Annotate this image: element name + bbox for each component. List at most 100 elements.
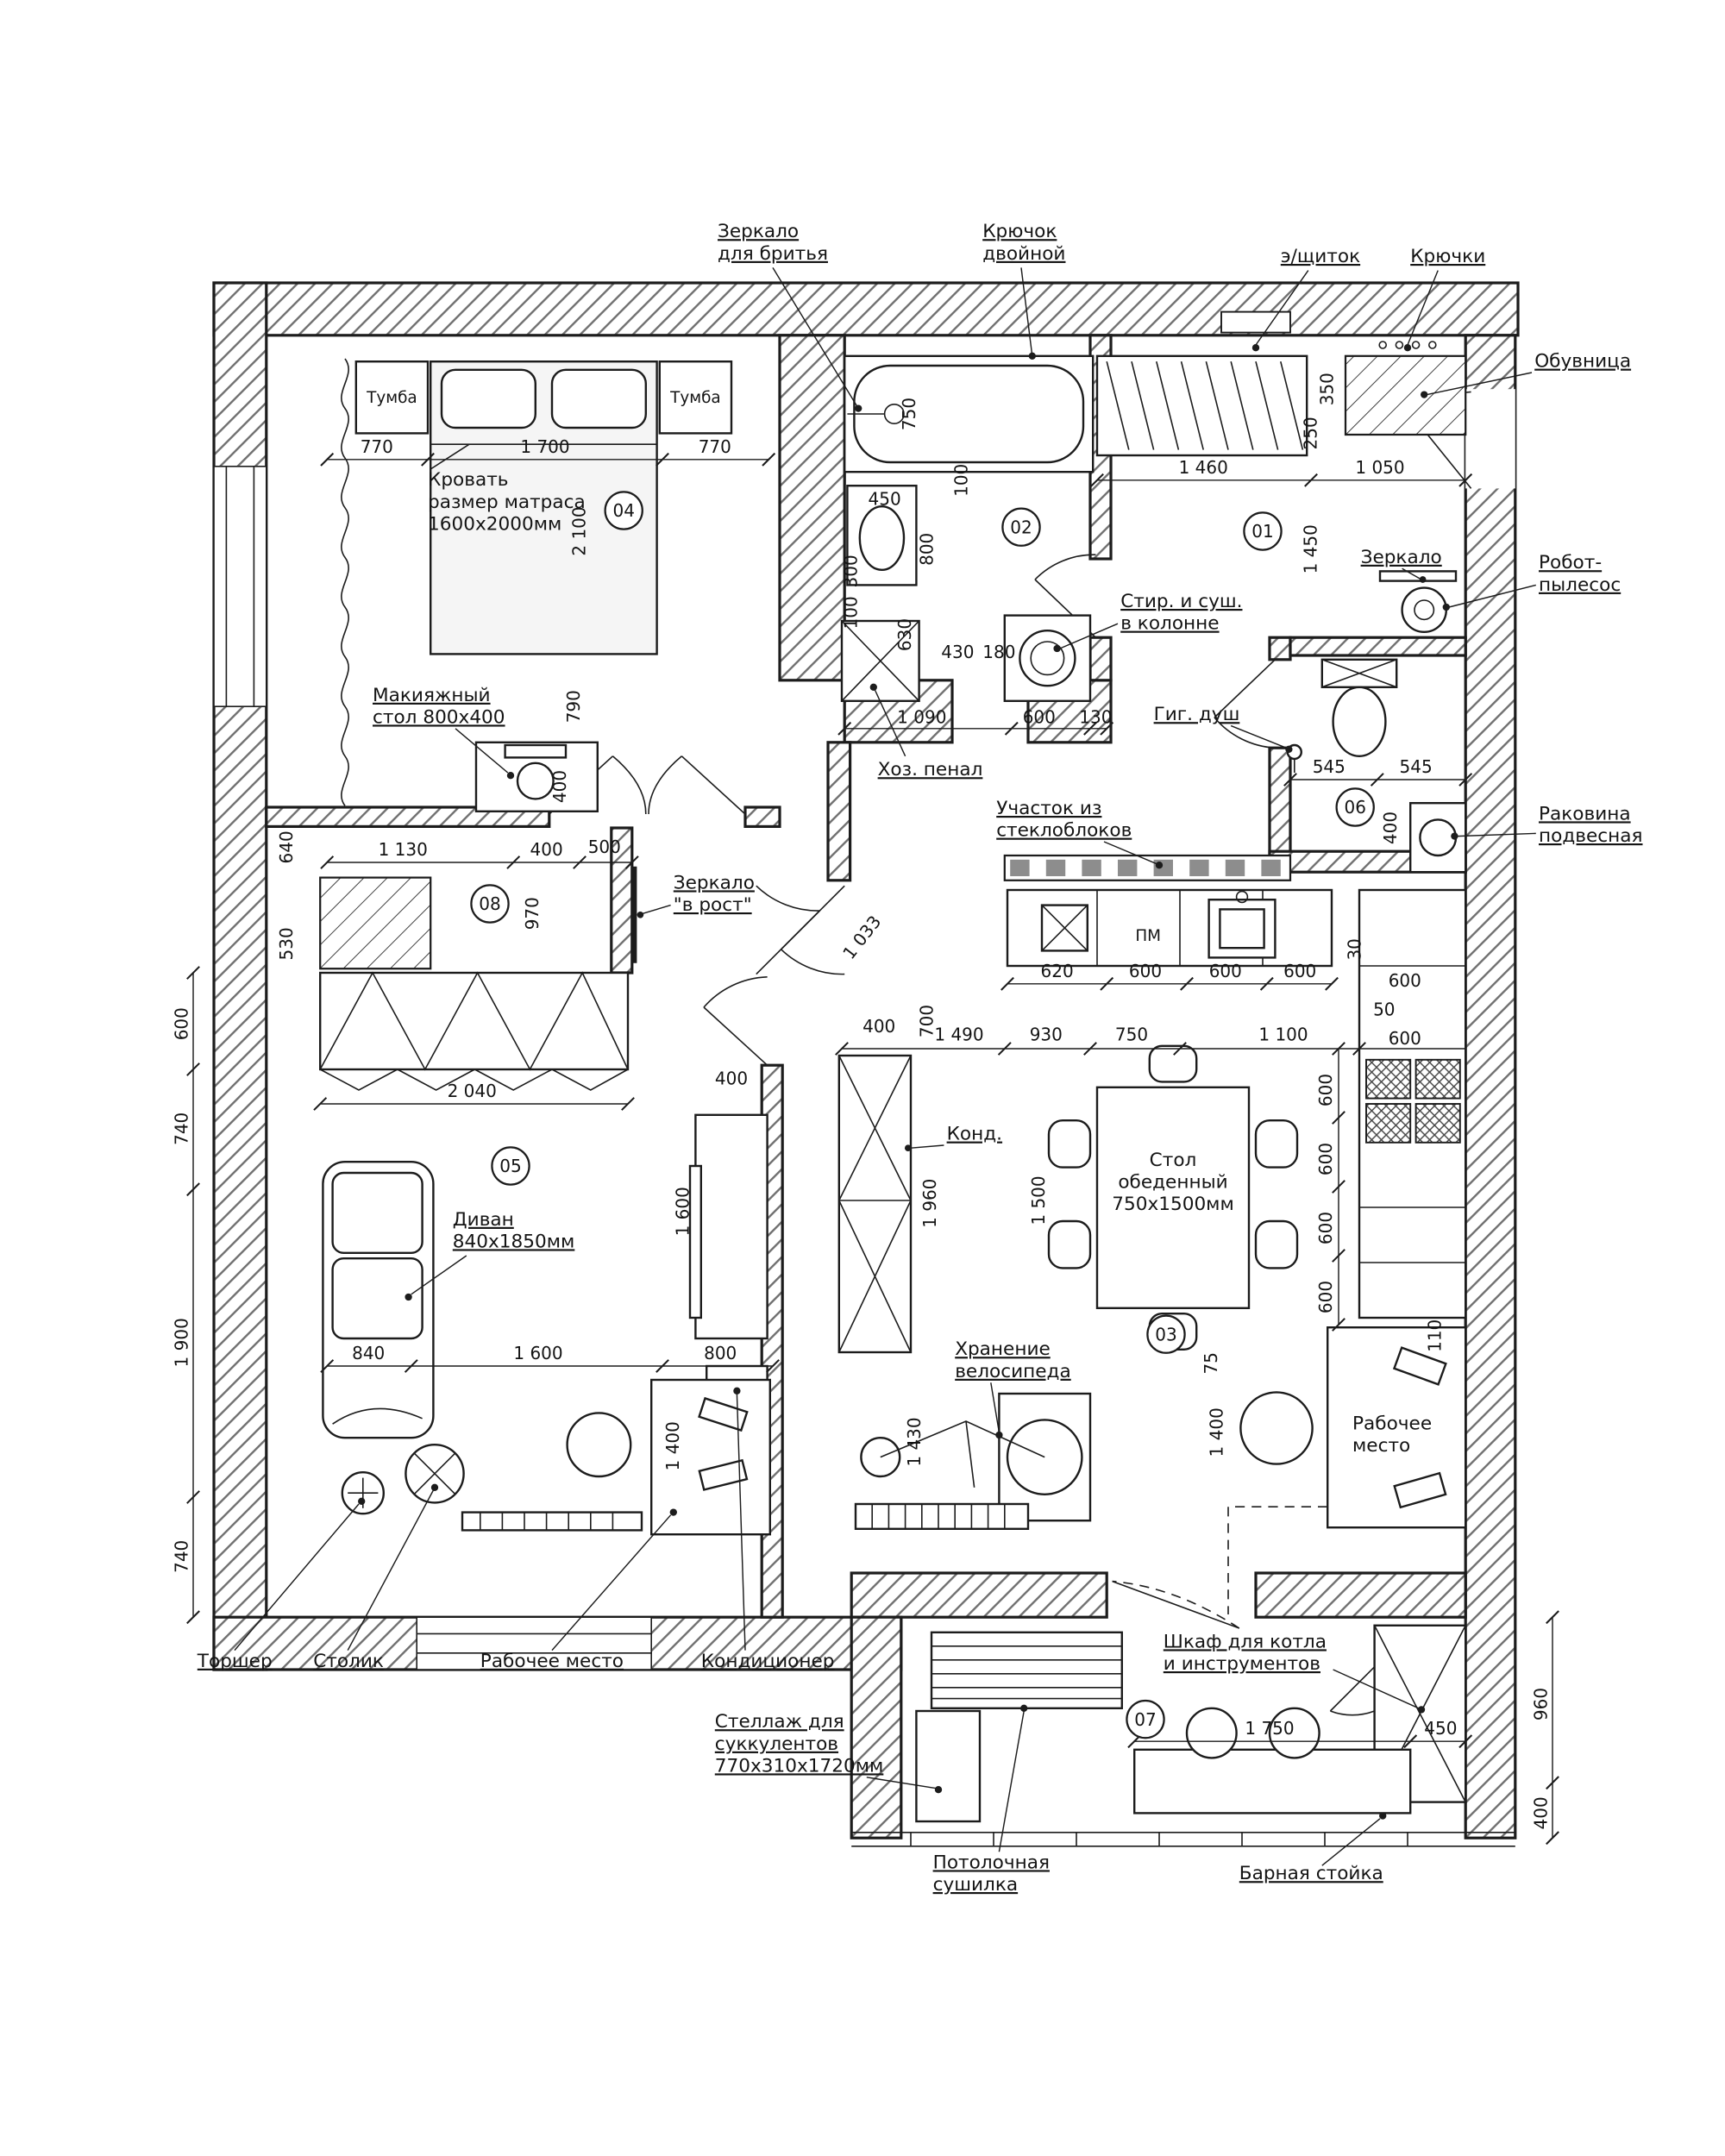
washer-dryer-column bbox=[1003, 614, 1092, 702]
label-wall-sink: Раковина bbox=[1539, 803, 1631, 824]
label-side-table: Столик bbox=[313, 1651, 384, 1672]
label-robot-vacuum: пылесос bbox=[1539, 574, 1621, 596]
room-tag-02: 02 bbox=[1001, 507, 1041, 547]
dim: 1 450 bbox=[1300, 524, 1320, 573]
dim: 400 bbox=[1531, 1796, 1552, 1829]
dim: 770 bbox=[361, 436, 393, 457]
label-sofa: Диван bbox=[453, 1209, 514, 1231]
robot-vacuum-icon bbox=[1401, 586, 1447, 633]
label-glass-blocks: Участок из bbox=[996, 798, 1101, 819]
svg-text:05: 05 bbox=[499, 1156, 521, 1176]
label-cond: Конд. bbox=[947, 1124, 1002, 1145]
label-dining-table: обеденный bbox=[1118, 1172, 1227, 1194]
dim: 740 bbox=[172, 1112, 192, 1145]
label-full-mirror: Зеркало bbox=[674, 872, 755, 893]
room-tag-05: 05 bbox=[491, 1146, 530, 1186]
dim: 1 100 bbox=[1258, 1024, 1308, 1044]
room-bedroom bbox=[341, 358, 733, 813]
label-shaving-mirror: Зеркало bbox=[718, 221, 799, 242]
dim: 350 bbox=[1317, 373, 1338, 405]
room-tag-01: 01 bbox=[1243, 511, 1283, 551]
dim: 1 460 bbox=[1179, 457, 1228, 478]
dim: 1 050 bbox=[1355, 457, 1404, 478]
label-bed: 1600х2000мм bbox=[428, 513, 561, 535]
svg-text:02: 02 bbox=[1010, 517, 1032, 537]
label-succulent-rack: суккулентов bbox=[715, 1733, 838, 1755]
svg-text:06: 06 bbox=[1344, 797, 1365, 818]
label-dining-table: Стол bbox=[1150, 1150, 1197, 1171]
dim: 545 bbox=[1313, 756, 1346, 777]
desk-window bbox=[1239, 1326, 1467, 1529]
label-full-mirror: "в рост" bbox=[674, 894, 752, 916]
dim: 430 bbox=[941, 642, 974, 662]
room-tag-04: 04 bbox=[604, 491, 643, 530]
label-glass-blocks: стеклоблоков bbox=[996, 820, 1132, 842]
dim: 600 bbox=[1315, 1143, 1336, 1175]
dim: 600 bbox=[1315, 1074, 1336, 1106]
label-bike-storage: Хранение bbox=[955, 1338, 1051, 1360]
dim: 1 600 bbox=[513, 1343, 562, 1363]
dim: 600 bbox=[1389, 1028, 1421, 1049]
electrical-panel-icon bbox=[1220, 310, 1291, 334]
curtain-icon bbox=[341, 358, 349, 806]
label-robot-vacuum: Робот- bbox=[1539, 552, 1602, 573]
glass-block-wall bbox=[1003, 854, 1292, 881]
label-shoe-cabinet: Обувница bbox=[1534, 351, 1631, 373]
label-air-conditioner: Кондиционер bbox=[701, 1651, 835, 1672]
dim: 740 bbox=[172, 1540, 192, 1573]
dim: 50 bbox=[1373, 1000, 1395, 1020]
wardrobe-closet bbox=[319, 971, 630, 1091]
dim: 770 bbox=[699, 436, 731, 457]
svg-text:03: 03 bbox=[1155, 1324, 1176, 1344]
dim: 600 bbox=[1129, 961, 1162, 981]
label-hall-mirror: Зеркало bbox=[1361, 547, 1442, 568]
dim: 1 430 bbox=[904, 1417, 925, 1466]
window-left bbox=[213, 466, 267, 707]
room-tags: 01 02 03 04 05 06 07 08 bbox=[470, 491, 1375, 1739]
ceiling-dryer-icon bbox=[930, 1631, 1123, 1710]
dim: 600 bbox=[1283, 961, 1316, 981]
shower-tray bbox=[840, 619, 920, 703]
wc-sink bbox=[1409, 802, 1467, 874]
dim: 750 bbox=[899, 398, 919, 430]
label-hooks: Крючки bbox=[1410, 246, 1485, 267]
succulent-rack-icon bbox=[915, 1709, 982, 1823]
door-kitchen-corridor bbox=[756, 885, 845, 975]
label-hyg-shower: Гиг. душ bbox=[1154, 704, 1240, 725]
nightstand-right bbox=[658, 360, 733, 435]
hooks-icon bbox=[1378, 341, 1437, 349]
label-wall-sink: подвесная bbox=[1539, 825, 1642, 847]
door-wc bbox=[1214, 659, 1276, 749]
desk-living bbox=[566, 1378, 771, 1536]
dim: 180 bbox=[982, 642, 1015, 662]
bench bbox=[461, 1511, 643, 1532]
label-succulent-rack: Стеллаж для bbox=[715, 1711, 844, 1733]
dim: 30 bbox=[1345, 938, 1365, 960]
dim: 400 bbox=[1380, 812, 1401, 844]
dim: 1 400 bbox=[1207, 1407, 1227, 1457]
dim: 110 bbox=[1424, 1319, 1445, 1352]
dim: 400 bbox=[715, 1069, 748, 1089]
dim: 600 bbox=[1389, 970, 1421, 991]
dim: 300 bbox=[841, 555, 862, 587]
label-bed: размер матраса bbox=[428, 492, 586, 513]
dim: 790 bbox=[563, 690, 584, 723]
kitchen-sink-icon bbox=[1208, 890, 1276, 959]
svg-text:07: 07 bbox=[1134, 1709, 1156, 1730]
dim: 750 bbox=[1115, 1024, 1148, 1044]
label-ceiling-dryer: сушилка bbox=[933, 1874, 1019, 1896]
dim: 1 700 bbox=[520, 436, 569, 457]
dim: 545 bbox=[1400, 756, 1433, 777]
room-tag-03: 03 bbox=[1146, 1314, 1186, 1354]
floor-lamp-icon bbox=[341, 1471, 385, 1515]
label-workplace-window: место bbox=[1352, 1435, 1410, 1457]
dim: 1 400 bbox=[662, 1421, 683, 1470]
dim: 400 bbox=[549, 770, 570, 803]
dim: 100 bbox=[841, 596, 862, 629]
room-kitchen bbox=[837, 888, 1467, 1614]
entry-wardrobe bbox=[1095, 354, 1308, 457]
dim: 620 bbox=[1041, 961, 1074, 981]
label-nightstand-right: Тумба bbox=[669, 389, 721, 407]
